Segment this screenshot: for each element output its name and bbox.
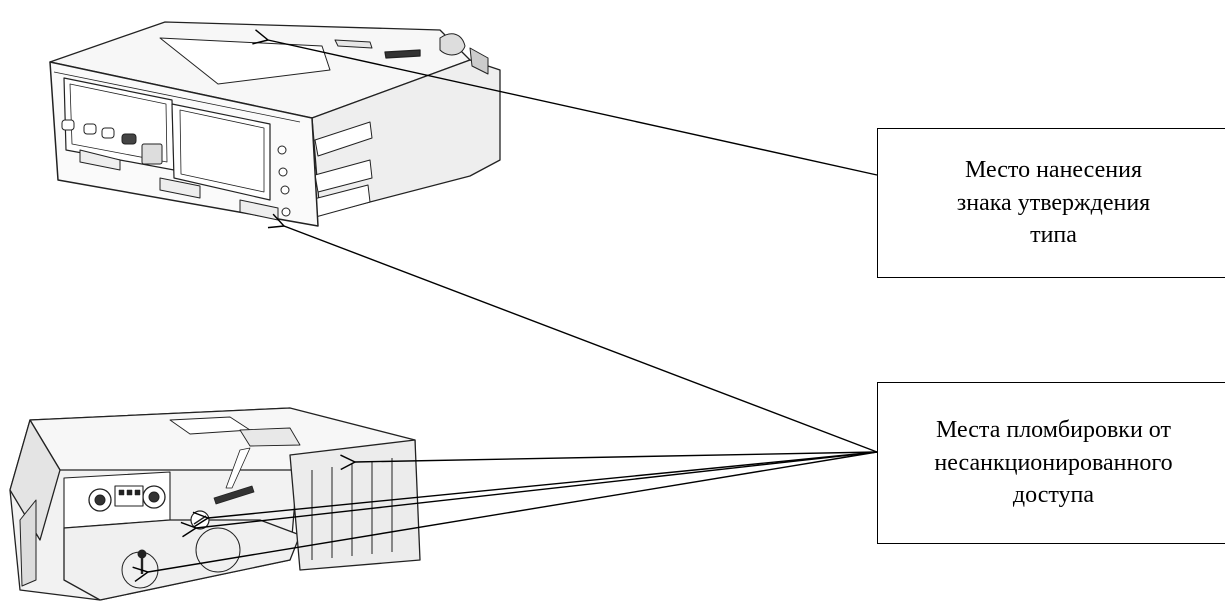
leader-lines <box>132 29 878 583</box>
callout-line: доступа <box>1012 482 1095 509</box>
callout-line: типа <box>1030 222 1077 249</box>
tachograph-front-illustration <box>49 21 501 227</box>
type-approval-mark-callout: Место нанесения знака утверждения типа <box>877 128 1225 278</box>
callout-line: Места пломбировки от <box>936 417 1171 444</box>
leader-type-mark-to-top-cover <box>252 29 878 176</box>
callout-line: знака утверждения <box>956 189 1151 216</box>
seal-locations-callout: Места пломбировки от несанкционированног… <box>877 382 1225 544</box>
callout-line: Место нанесения <box>964 157 1142 184</box>
leader-seals-to-rear-screw-lower <box>180 451 878 538</box>
leader-seals-to-rear-bottom <box>132 451 878 583</box>
tachograph-rear-illustration <box>9 407 421 601</box>
leader-seals-to-rear-screw-middle <box>192 451 878 528</box>
leader-seals-to-rear-screw-right <box>340 451 878 471</box>
callout-line: несанкционированного <box>934 449 1173 476</box>
leader-seals-to-front-seal <box>267 213 878 453</box>
